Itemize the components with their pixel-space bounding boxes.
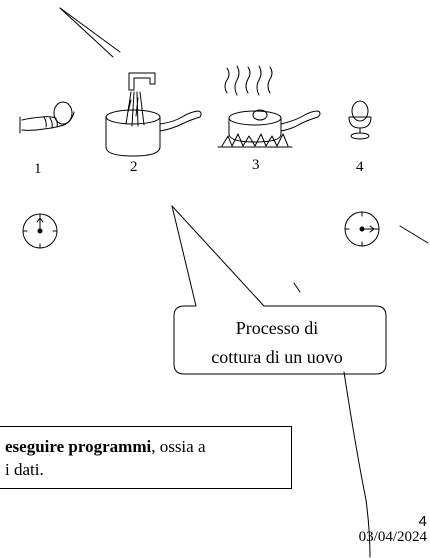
definition-bold-term: eseguire programmi (5, 437, 152, 456)
step-number-3: 3 (252, 157, 260, 173)
definition-line-1: eseguire programmi, ossia a (5, 435, 285, 458)
clock-icon (344, 211, 380, 247)
callout-line-1: Processo di (235, 318, 319, 338)
callout-text: Processo di cottura di un uovo (177, 314, 377, 372)
connector-line (293, 282, 371, 558)
clock-icon (22, 213, 58, 249)
definition-line-1-rest: , ossia a (151, 437, 206, 456)
pointer-lines-top (59, 7, 121, 58)
egg-in-cup-icon (348, 100, 372, 140)
definition-line-2: i dati. (5, 460, 44, 479)
pointer-line-right (399, 225, 429, 244)
step-number-4: 4 (356, 159, 364, 175)
hand-holding-egg-icon (19, 101, 75, 134)
definition-box: eseguire programmi, ossia a i dati. (0, 426, 292, 489)
slide-number: 4 (418, 513, 427, 530)
callout-balloon (171, 205, 387, 375)
pot-on-flame-icon (217, 65, 321, 148)
slide-date: 03/04/2024 (358, 529, 427, 545)
step-number-2: 2 (130, 159, 138, 175)
pot-under-faucet-icon (105, 72, 202, 157)
callout-line-2: cottura di un uovo (211, 347, 343, 367)
step-number-1: 1 (34, 161, 42, 177)
